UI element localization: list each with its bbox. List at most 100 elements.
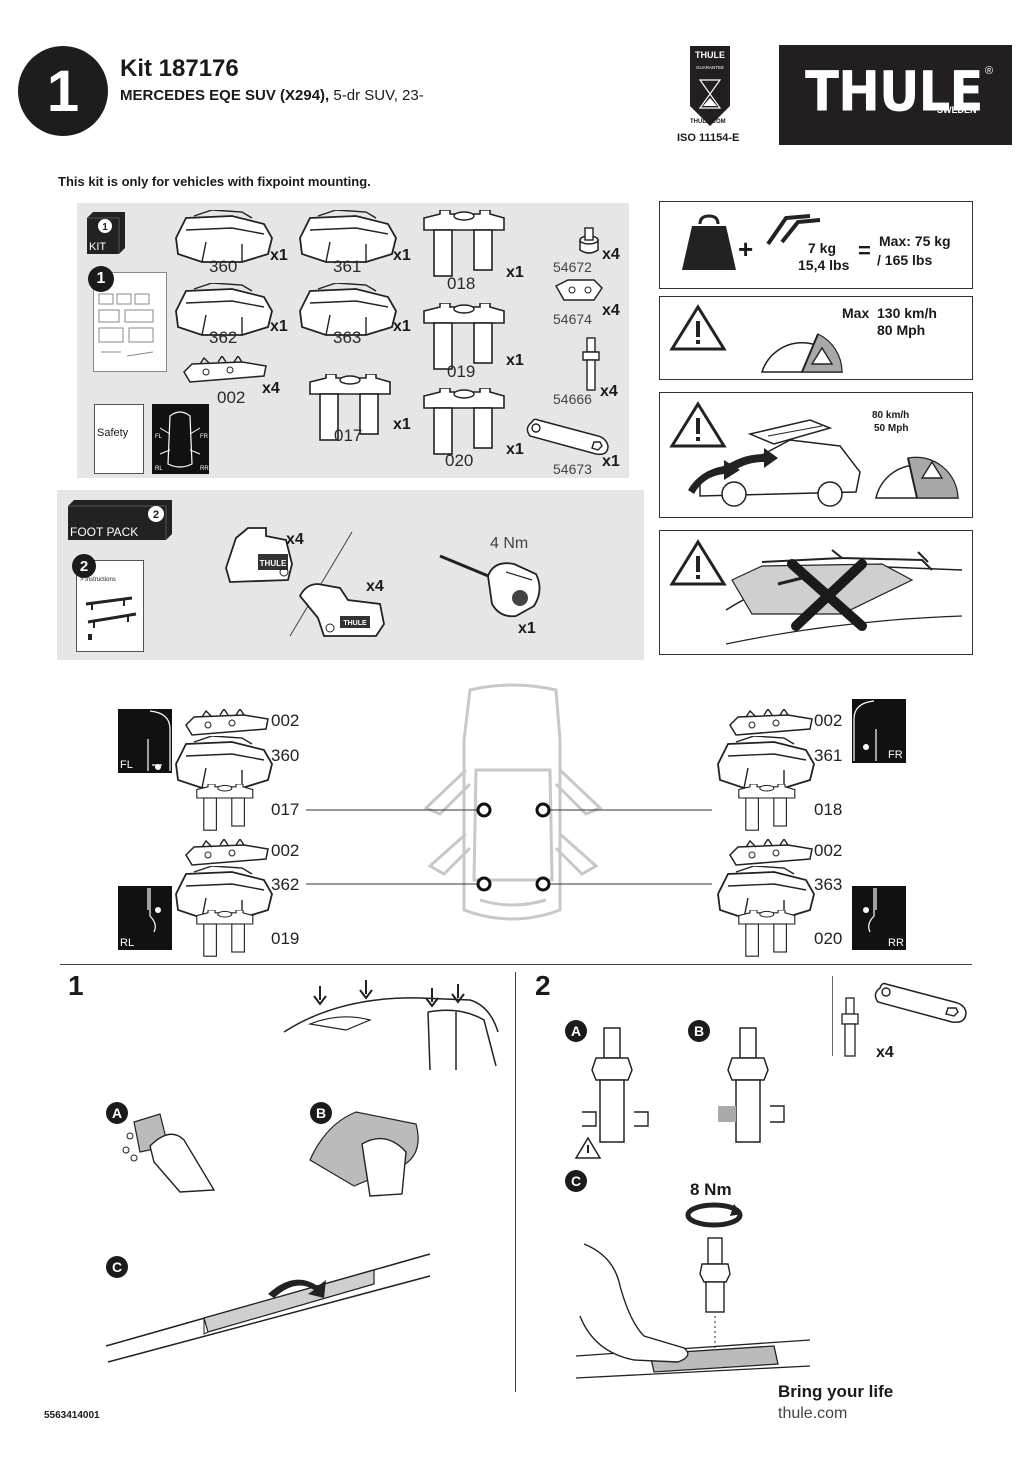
guarantee-shield-icon: THULE GUARANTEE <box>690 46 730 126</box>
corner-card-rr <box>852 886 906 950</box>
footer-slogan: Bring your life <box>778 1382 894 1401</box>
footer-url[interactable]: thule.com <box>778 1405 848 1422</box>
part-code-54673: 54673 <box>553 461 592 477</box>
part-code-54674: 54674 <box>553 311 592 327</box>
guarantee-url: THULE.COM <box>690 119 726 125</box>
rr-clamp-drawing <box>738 910 796 957</box>
foot-pack-badge-label: FOOT PACK <box>70 525 138 539</box>
tool-torque-label: 4 Nm <box>490 535 529 552</box>
foot-pack-badge-number: 2 <box>153 509 159 521</box>
fixpoint-cover-removal-icon <box>105 1253 431 1363</box>
corner-label-rr: RR <box>888 937 904 949</box>
corner-label-rl: RL <box>120 937 135 949</box>
corner-card-rl <box>118 886 172 950</box>
rl-pad-drawing <box>185 839 269 866</box>
part-qty-54666: x4 <box>600 383 618 400</box>
part-code-020: 020 <box>445 451 474 470</box>
rr-foot-code: 363 <box>814 875 843 894</box>
step2-b-marker: B <box>688 1020 710 1042</box>
bracket-54674-drawing <box>554 279 603 301</box>
corner-card-fl <box>118 709 172 773</box>
kit-badge-number: 1 <box>102 222 108 233</box>
foot-qty-1: x4 <box>286 531 304 548</box>
car-corner-fr-icon <box>853 700 877 761</box>
fr-clamp-drawing <box>738 784 796 831</box>
part-code-002: 002 <box>217 388 246 407</box>
logo-registered: ® <box>985 65 994 77</box>
car-with-roof-load-icon <box>688 419 861 507</box>
nut-54672-drawing <box>579 227 599 254</box>
bolt-54666-drawing <box>582 337 600 391</box>
safety-label: Safety <box>97 427 129 439</box>
part-code-019: 019 <box>447 362 476 381</box>
fixpoint-notice: This kit is only for vehicles with fixpo… <box>58 174 371 189</box>
step-number-badge: 1 <box>18 46 108 136</box>
part-qty-019: x1 <box>506 352 524 369</box>
step2-number: 2 <box>535 970 551 1001</box>
fr-pad-code: 002 <box>814 711 843 730</box>
step2-bolt-icon <box>841 997 859 1057</box>
tool-qty: x1 <box>518 620 536 637</box>
car-corner-rl-icon <box>147 888 161 933</box>
hand-cleaning-icon <box>122 1113 216 1193</box>
speed-max-label: Max <box>842 305 870 321</box>
roof-foot-drawing-1: THULE <box>225 527 293 583</box>
no-glass-roof-icon <box>725 549 963 645</box>
rr-clamp-code: 020 <box>814 929 843 948</box>
guarantee-label: GUARANTEE <box>696 65 724 70</box>
car-roof-fixpoints-illustration <box>283 980 499 1071</box>
bolt-orientation-b-icon <box>718 1027 785 1143</box>
roof-bars-icon <box>766 214 821 246</box>
svg-text:THULE: THULE <box>343 620 367 627</box>
car-position-card <box>152 404 209 474</box>
step2-parts-divider <box>832 976 833 1056</box>
part-qty-54674: x4 <box>602 302 620 319</box>
fl-clamp-code: 017 <box>271 800 300 819</box>
kit-box-icon: 1 KIT <box>87 212 125 254</box>
step1-number: 1 <box>68 970 84 1001</box>
instruction-sheet-diagrams <box>98 293 154 357</box>
step1-a-marker: A <box>106 1102 128 1124</box>
card-label-fr: FR <box>200 434 208 440</box>
corner-label-fr: FR <box>888 749 903 761</box>
hand-drying-icon <box>309 1111 419 1197</box>
speedometer-gauge-icon-2 <box>875 456 959 499</box>
roof-bars-diagram-icon <box>85 596 137 640</box>
car-corner-rr-icon <box>863 888 877 933</box>
speed-max-mph: 80 Mph <box>877 322 926 338</box>
vehicle-model: MERCEDES EQE SUV (X294), <box>120 87 330 104</box>
fl-pad-code: 002 <box>271 711 300 730</box>
instruction-sheet-number: 1 <box>88 266 114 292</box>
card-label-rr: RR <box>200 466 209 472</box>
warning-triangle-icon-2 <box>669 401 727 448</box>
small-warning-triangle-icon <box>574 1136 602 1159</box>
vehicle-type: 5-dr SUV, 23- <box>329 87 424 104</box>
part-qty-54673: x1 <box>602 453 620 470</box>
max-load-kg: Max: 75 kg <box>879 233 951 249</box>
step2-plate-icon <box>874 982 967 1024</box>
step2-a-marker: A <box>565 1020 587 1042</box>
part-code-362: 362 <box>209 328 238 347</box>
part-qty-360: x1 <box>270 247 288 264</box>
rl-pad-code: 002 <box>271 841 300 860</box>
safety-booklet-icon <box>94 404 144 474</box>
load-plus-sign: + <box>738 234 754 264</box>
foot-pack-box-icon: 2 FOOT PACK <box>68 500 172 540</box>
part-code-361: 361 <box>333 257 362 276</box>
step2-qty: x4 <box>876 1044 894 1061</box>
kit-title: Kit 187176 <box>120 55 239 82</box>
step2-torque-label: 8 Nm <box>690 1180 732 1199</box>
svg-text:THULE: THULE <box>260 559 287 568</box>
warning-triangle-icon <box>669 304 727 351</box>
card-label-rl: RL <box>155 466 163 472</box>
corner-label-fl: FL <box>120 759 133 771</box>
max-load-lbs: / 165 lbs <box>877 252 933 268</box>
fl-pad-drawing <box>185 709 269 736</box>
vehicle-description: MERCEDES EQE SUV (X294), 5-dr SUV, 23- <box>120 87 424 104</box>
warning-triangle-icon-3 <box>669 539 727 586</box>
part-code-363: 363 <box>333 328 362 347</box>
speedometer-gauge-icon <box>760 333 844 373</box>
corner-card-fr <box>852 699 906 763</box>
bolt-insertion-hand-icon <box>575 1237 811 1379</box>
bar-weight-lbs: 15,4 lbs <box>798 257 850 273</box>
